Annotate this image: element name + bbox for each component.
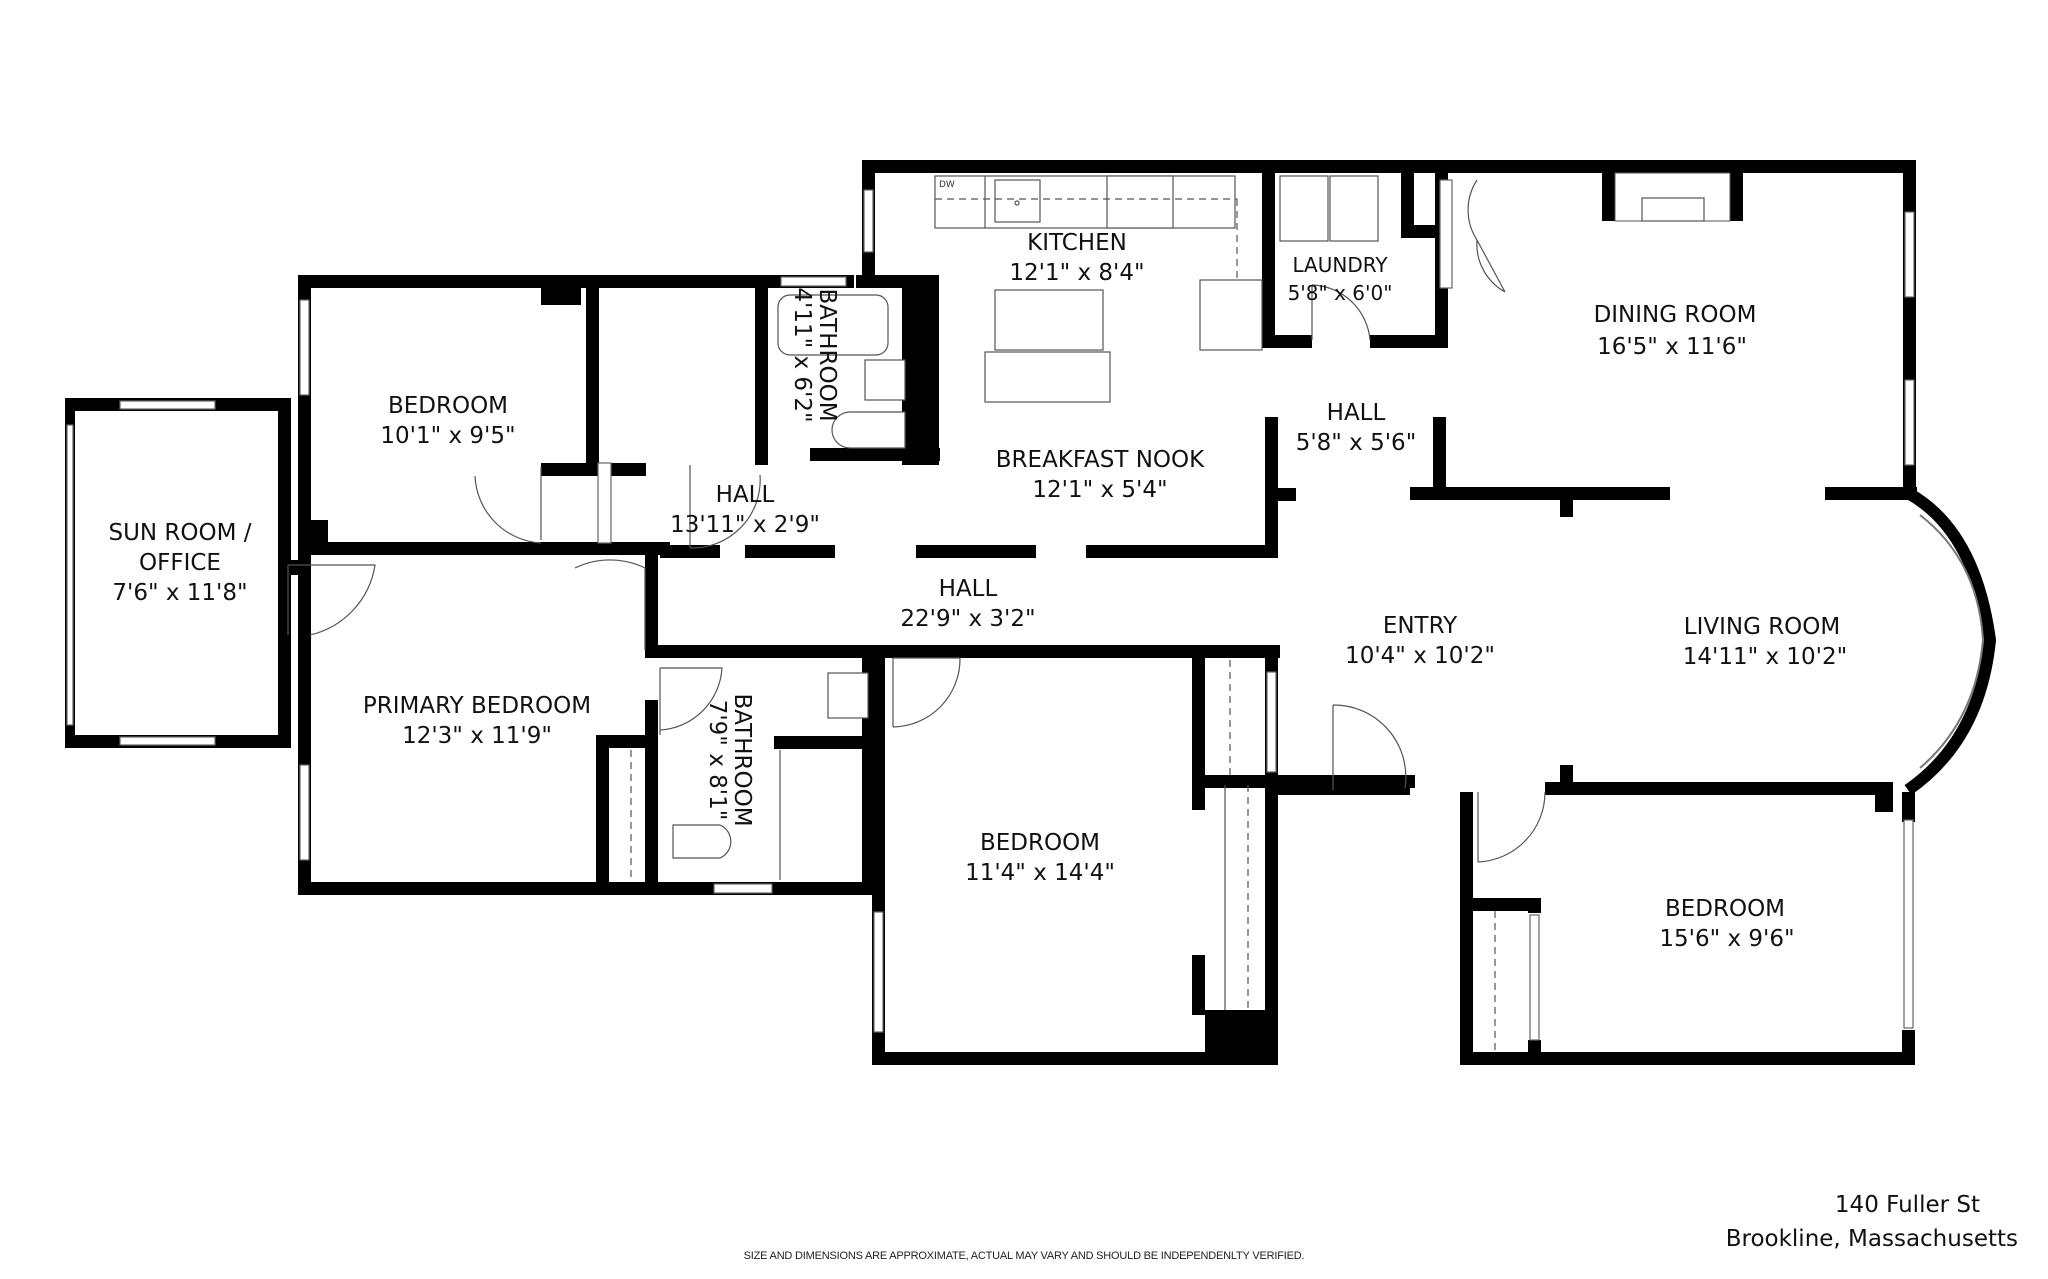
- room-dims: 12'1" x 8'4": [1009, 260, 1144, 286]
- room-bedroom-s: BEDROOM 11'4" x 14'4": [965, 830, 1115, 886]
- room-dims: 11'4" x 14'4": [965, 860, 1115, 886]
- room-name: BEDROOM: [1665, 896, 1785, 922]
- room-name: SUN ROOM /: [108, 520, 251, 546]
- room-hall-small: HALL 5'8" x 5'6": [1296, 400, 1417, 456]
- room-sun-room: SUN ROOM / OFFICE 7'6" x 11'8": [108, 520, 251, 606]
- windows: [66, 179, 1915, 1041]
- disclaimer: SIZE AND DIMENSIONS ARE APPROXIMATE, ACT…: [743, 1250, 1305, 1262]
- room-name: OFFICE: [139, 550, 221, 576]
- room-bedroom-nw: BEDROOM 10'1" x 9'5": [380, 393, 515, 449]
- room-kitchen: KITCHEN 12'1" x 8'4": [1009, 230, 1144, 286]
- room-name: HALL: [1327, 400, 1386, 426]
- dishwasher-label: DW: [939, 180, 955, 190]
- room-dims: 12'3" x 11'9": [402, 723, 552, 749]
- room-dims: 5'8" x 6'0": [1288, 281, 1393, 305]
- doors: [287, 179, 1546, 863]
- room-dims: 22'9" x 3'2": [900, 606, 1035, 632]
- room-dims: 15'6" x 9'6": [1659, 926, 1794, 952]
- room-name: HALL: [716, 482, 775, 508]
- room-dims: 7'6" x 11'8": [112, 580, 247, 606]
- room-dining-room: DINING ROOM 16'5" x 11'6": [1594, 302, 1757, 360]
- fireplace: [1602, 172, 1743, 222]
- bathroom-fixtures: [672, 294, 906, 880]
- room-dims: 16'5" x 11'6": [1597, 334, 1747, 360]
- room-bathroom-n: BATHROOM 4'11" x 6'2": [789, 287, 840, 422]
- room-dims: 14'11" x 10'2": [1683, 644, 1847, 670]
- room-name: BREAKFAST NOOK: [996, 447, 1205, 473]
- bay-window: [1904, 487, 1997, 795]
- room-name: KITCHEN: [1027, 230, 1127, 256]
- room-dims: 13'11" x 2'9": [670, 512, 820, 538]
- room-dims: 10'1" x 9'5": [380, 423, 515, 449]
- room-breakfast-nook: BREAKFAST NOOK 12'1" x 5'4": [996, 447, 1205, 503]
- room-name: DINING ROOM: [1594, 302, 1757, 328]
- room-primary-bedroom: PRIMARY BEDROOM 12'3" x 11'9": [363, 693, 591, 749]
- kitchen-fixtures: DW: [934, 175, 1379, 403]
- room-living-room: LIVING ROOM 14'11" x 10'2": [1683, 614, 1847, 670]
- room-bathroom-s: BATHROOM 7'9" x 8'1": [704, 693, 755, 826]
- room-dims: 5'8" x 5'6": [1296, 430, 1417, 456]
- closets: [630, 660, 1496, 1050]
- room-bedroom-se: BEDROOM 15'6" x 9'6": [1659, 896, 1794, 952]
- room-name: BATHROOM: [729, 693, 755, 826]
- room-name: BEDROOM: [980, 830, 1100, 856]
- room-dims: 12'1" x 5'4": [1032, 477, 1167, 503]
- room-name: LAUNDRY: [1292, 253, 1388, 277]
- room-hall-main: HALL 22'9" x 3'2": [900, 576, 1035, 632]
- room-hall-west: HALL 13'11" x 2'9": [670, 482, 820, 538]
- room-entry: ENTRY 10'4" x 10'2": [1345, 613, 1495, 669]
- room-name: PRIMARY BEDROOM: [363, 693, 591, 719]
- room-name: BATHROOM: [814, 288, 840, 421]
- room-name: BEDROOM: [388, 393, 508, 419]
- room-laundry: LAUNDRY 5'8" x 6'0": [1288, 253, 1393, 305]
- room-name: HALL: [939, 576, 998, 602]
- room-dims: 10'4" x 10'2": [1345, 643, 1495, 669]
- room-name: LIVING ROOM: [1684, 614, 1841, 640]
- room-dims: 4'11" x 6'2": [789, 287, 815, 422]
- room-name: ENTRY: [1383, 613, 1458, 639]
- address-line-1: 140 Fuller St: [1834, 1192, 1980, 1218]
- address-line-2: Brookline, Massachusetts: [1725, 1226, 2018, 1252]
- room-dims: 7'9" x 8'1": [704, 700, 730, 821]
